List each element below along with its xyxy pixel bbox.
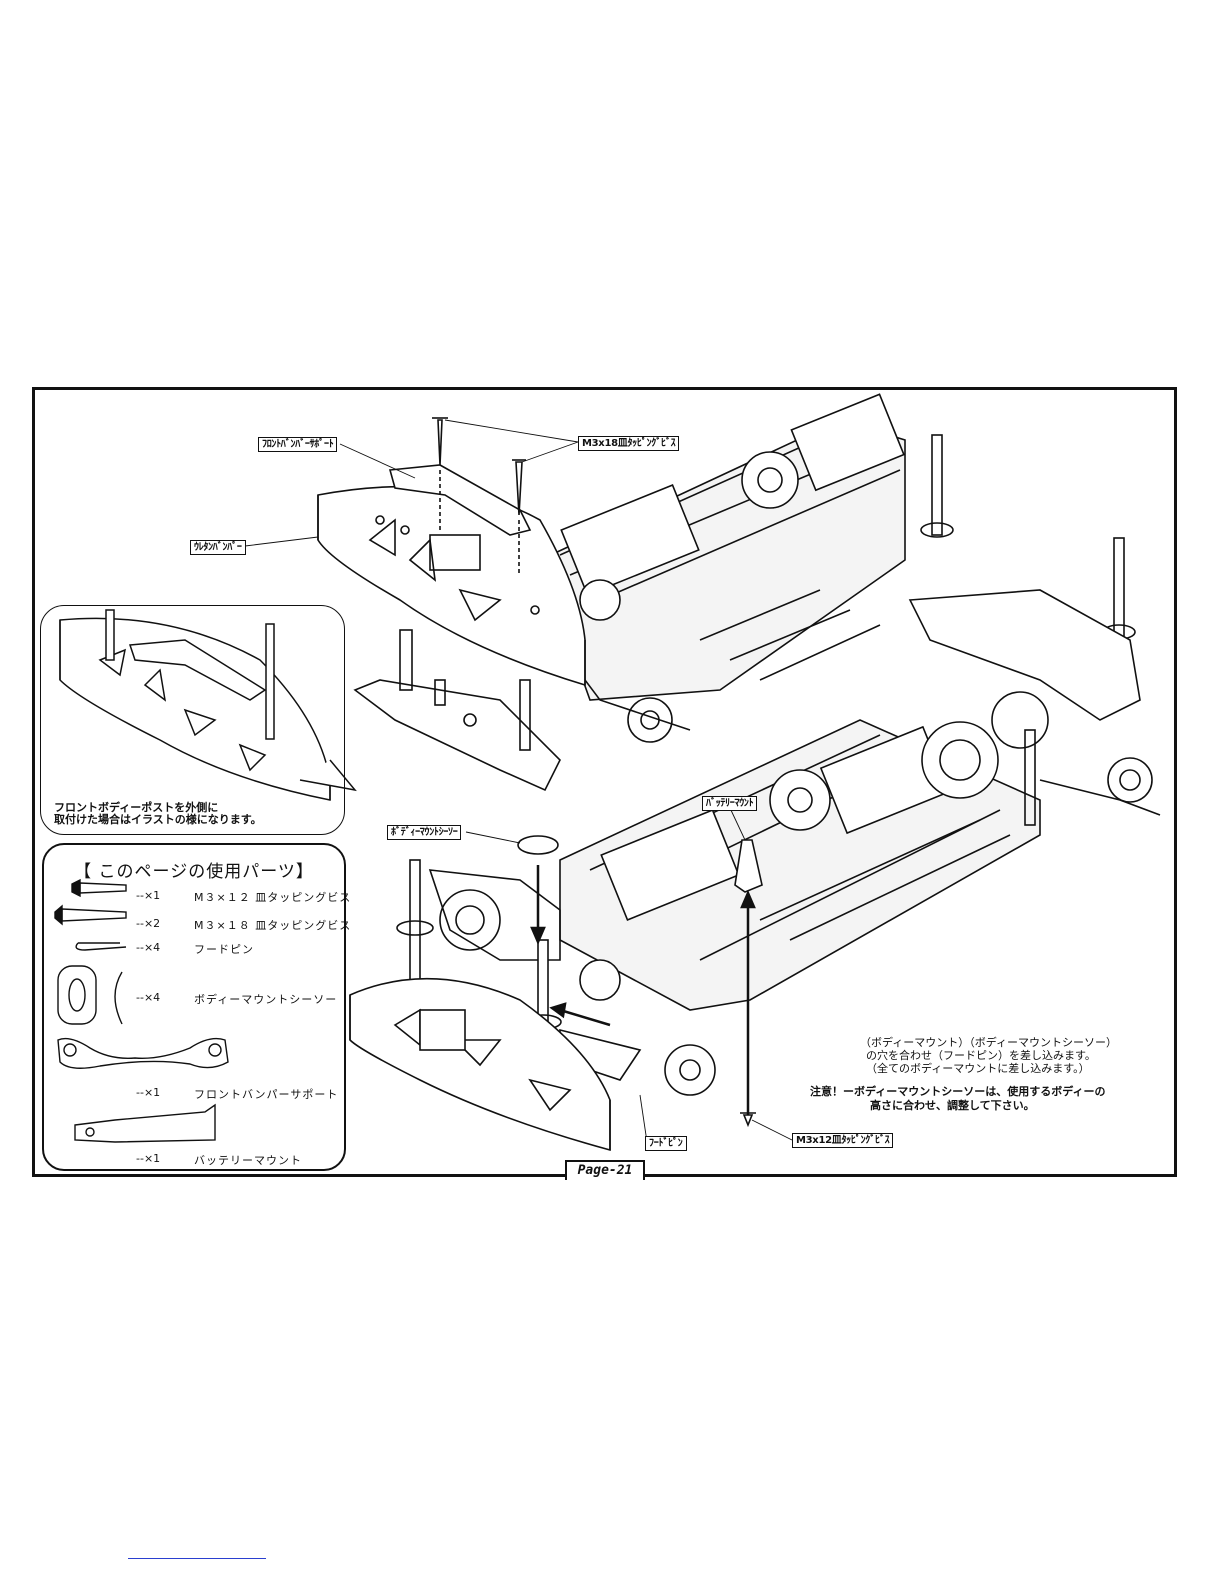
caution-line-2: 高さに合わせ、調整して下さい。 bbox=[870, 1099, 1035, 1112]
lower-urethane-bumper-drawing bbox=[349, 977, 611, 1152]
part-name: M３×１２ 皿タッピングビス bbox=[194, 891, 352, 904]
bubble-note-line-1: フロントボディーポストを外側に bbox=[54, 801, 219, 814]
inset-bubble bbox=[40, 605, 345, 835]
callout-urethane-bumper: ｳﾚﾀﾝﾊﾞﾝﾊﾟｰ bbox=[190, 540, 246, 555]
parts-list-box: 【 このページの使用パーツ】 --×1 M３×１２ 皿タッピングビス --×2 … bbox=[42, 843, 350, 1171]
callout-m3x18-screw: M3x18皿ﾀｯﾋﾟﾝｸﾞﾋﾞｽ bbox=[578, 436, 680, 451]
part-name: フードピン bbox=[194, 943, 254, 956]
inset-bumper-drawing bbox=[59, 609, 357, 801]
part-qty: --×4 bbox=[136, 991, 161, 1004]
body-mount-seesaw-drawing bbox=[517, 835, 559, 855]
instruction-line-1: （ボディーマウント）（ボディーマウントシーソー） bbox=[860, 1036, 1117, 1049]
upper-chassis-drawing bbox=[539, 393, 906, 743]
footer-link-underline bbox=[128, 1558, 266, 1559]
lower-screw-drawing bbox=[740, 1112, 756, 1128]
part-name: ボディーマウントシーソー bbox=[194, 993, 338, 1006]
upper-front-plate-drawing bbox=[353, 629, 561, 792]
lower-front-suspension-drawing bbox=[396, 859, 716, 1096]
callout-m3x12-screw: M3x12皿ﾀｯﾋﾟﾝｸﾞﾋﾞｽ bbox=[792, 1133, 894, 1148]
battery-mount-drawing bbox=[734, 839, 763, 893]
instruction-line-3: （全てのボディーマウントに差し込みます。） bbox=[866, 1062, 1090, 1075]
upper-bumper-support-drawing bbox=[388, 464, 532, 536]
part-qty: --×2 bbox=[136, 917, 161, 930]
callout-body-mount-seesaw: ﾎﾞﾃﾞｨｰﾏｳﾝﾄｼｰｿｰ bbox=[387, 825, 462, 840]
part-name: バッテリーマウント bbox=[194, 1154, 302, 1167]
part-qty: --×4 bbox=[136, 941, 161, 954]
parts-list-title: 【 このページの使用パーツ】 bbox=[74, 862, 314, 882]
callout-battery-mount: ﾊﾞｯﾃﾘｰﾏｳﾝﾄ bbox=[702, 796, 758, 811]
page-number-tab: Page-21 bbox=[565, 1160, 645, 1180]
part-qty: --×1 bbox=[136, 889, 161, 902]
caution-line-1: 注意！ーボディーマウントシーソーは、使用するボディーの bbox=[810, 1085, 1106, 1098]
callout-front-bumper-support: ﾌﾛﾝﾄﾊﾞﾝﾊﾞｰｻﾎﾟｰﾄ bbox=[258, 437, 338, 452]
upper-urethane-bumper-drawing bbox=[317, 485, 586, 687]
part-name: フロントバンパーサポート bbox=[194, 1088, 339, 1101]
parts-icons bbox=[54, 878, 229, 1143]
assembly-arrows bbox=[530, 865, 756, 1115]
upper-screws-drawing bbox=[432, 417, 526, 575]
lower-chassis-drawing bbox=[559, 589, 1161, 1011]
part-qty: --×1 bbox=[136, 1152, 161, 1165]
instruction-line-2: の穴を合わせ（フードピン）を差し込みます。 bbox=[866, 1049, 1096, 1062]
part-name: M３×１８ 皿タッピングビス bbox=[194, 919, 352, 932]
part-qty: --×1 bbox=[136, 1086, 161, 1099]
bubble-note-line-2: 取付けた場合はイラストの様になります。 bbox=[54, 813, 262, 826]
leader-lines bbox=[244, 419, 793, 1143]
callout-hood-pin: ﾌｰﾄﾞﾋﾟﾝ bbox=[645, 1136, 687, 1151]
